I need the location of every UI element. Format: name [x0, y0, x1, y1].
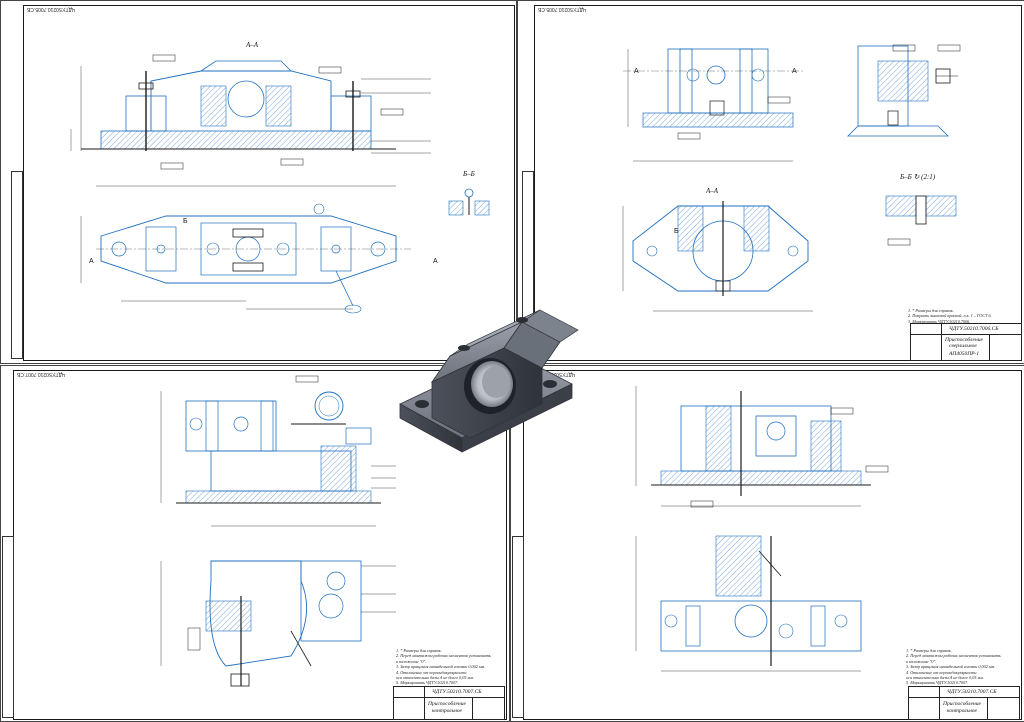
- technical-notes: 1. * Размеры для справок. 2. Перед монта…: [906, 648, 1001, 686]
- section-mark-a-left: А: [89, 258, 94, 265]
- sheet-left-strip: [512, 536, 524, 718]
- section-mark-a-right: А: [433, 258, 438, 265]
- section-mark-a-left: А: [634, 68, 639, 75]
- title-block-code: ЧДТУ.50210.7006.СБ: [949, 326, 999, 332]
- title-block-name-2: сверлильное: [949, 343, 977, 349]
- section-title-label: А–А: [245, 41, 259, 49]
- section-mark-b: Б: [674, 228, 679, 235]
- section-mark-b: Б: [183, 218, 188, 225]
- section-title-label: А–А: [705, 187, 719, 195]
- title-block-name-1: Приспособление: [943, 701, 981, 707]
- base-plate: [100, 130, 372, 150]
- inspection-fixture-views: [160, 375, 396, 687]
- bearing-housing-3d-icon: [399, 309, 579, 453]
- title-block: ЧДТУ.50210.7007.СБ Приспособление контро…: [908, 686, 1020, 720]
- title-block: ЧДТУ.50210.7006.СБ Приспособление сверли…: [910, 323, 1022, 361]
- sheet-left-strip: [11, 171, 23, 359]
- technical-notes: 1. * Размеры для справок. 2. Покрыть эма…: [908, 308, 992, 324]
- drawing-sheet-bottom-right: ЧДТУ.50210.7007.СБ 1. * Размеры для спра…: [510, 365, 1024, 722]
- title-block-name-2: контрольное: [947, 708, 977, 714]
- plan-view-outline: [100, 215, 397, 284]
- title-block: ЧДТУ.50210.7007.СБ Приспособление контро…: [393, 686, 505, 720]
- title-block-name-2: контрольное: [432, 708, 462, 714]
- title-block-code: ЧДТУ.50210.7007.СБ: [432, 689, 482, 695]
- section-b-title: Б–Б: [462, 170, 475, 178]
- title-block-code: ЧДТУ.50210.7007.СБ: [947, 689, 997, 695]
- title-block-name-1: Приспособление: [428, 701, 466, 707]
- sheet-frame: [534, 5, 1022, 361]
- assembly-section-view: А–А Б–Б: [70, 41, 490, 314]
- technical-notes: 1. * Размеры для справок. 2. Перед монта…: [396, 648, 491, 686]
- drilling-fixture-views: А А А–А Б Б–Б ↻ (2:1): [622, 44, 961, 312]
- sheet-left-strip: [2, 536, 14, 718]
- title-block-name-1: Приспособление: [945, 337, 983, 343]
- title-block-group: АП4050ПР-1: [949, 351, 980, 357]
- section-b-title: Б–Б ↻ (2:1): [899, 173, 936, 181]
- section-mark-a-right: А: [792, 68, 797, 75]
- sheet-frame: [23, 5, 515, 361]
- inspection-fixture-views: [635, 386, 889, 672]
- drawing-sheet-top-right: ЧДТУ.50210.7005.СБ А А А–А: [517, 0, 1024, 364]
- drawing-sheet-top-left: ЧДТУ.50210.7005.СБ А–А Б–Б: [0, 0, 517, 364]
